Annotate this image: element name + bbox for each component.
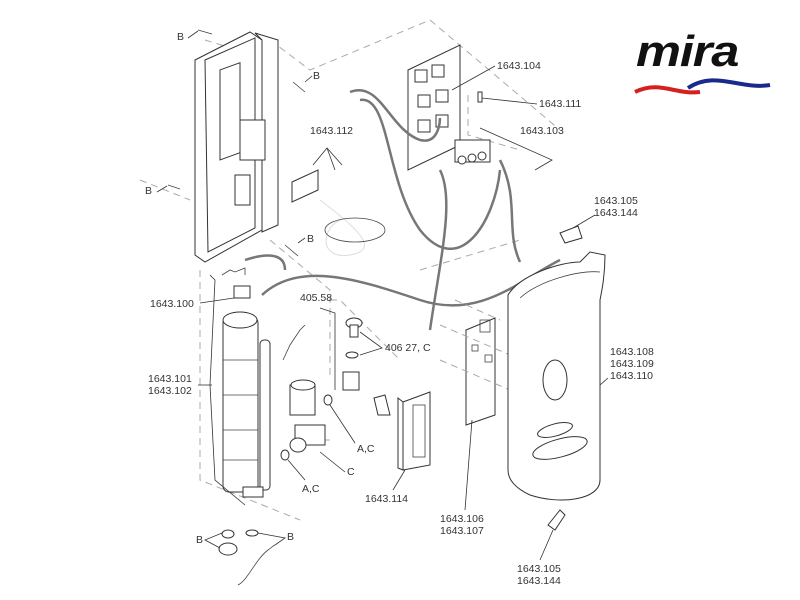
terminal-block bbox=[454, 127, 553, 171]
label-seal-lower: A,C bbox=[302, 483, 320, 495]
label-thermal-cutout: 1643.100 bbox=[150, 298, 194, 310]
label-fuse: 1643.111 bbox=[539, 98, 582, 110]
label-outlet-cover: 1643.114 bbox=[365, 493, 409, 505]
mira-logo-waves bbox=[634, 78, 771, 95]
label-b-lower: B bbox=[307, 233, 315, 245]
label-seal-upper: A,C bbox=[357, 443, 375, 455]
label-main-pcb: 1643.104 bbox=[497, 60, 541, 72]
label-control-pcb: 1643.106 1643.107 bbox=[440, 513, 484, 537]
outlet-cover bbox=[392, 391, 431, 491]
label-b-mid-left: B bbox=[145, 185, 153, 197]
filter-assembly bbox=[319, 307, 391, 416]
label-cover-cap-top: 1643.105 1643.144 bbox=[594, 195, 638, 219]
label-b-top-right: B bbox=[313, 70, 321, 82]
label-b-top-left: B bbox=[177, 31, 185, 43]
label-filter-assembly: 405.58 bbox=[300, 292, 333, 304]
label-b-seals-right: B bbox=[287, 531, 295, 543]
screws-b bbox=[156, 29, 313, 257]
seal-upper bbox=[323, 394, 333, 406]
main-pcb bbox=[407, 44, 496, 171]
label-solenoid-valve: C bbox=[347, 466, 355, 478]
label-terminal-block: 1643.103 bbox=[520, 125, 564, 137]
label-front-cover: 1643.108 1643.109 1643.110 bbox=[610, 346, 654, 382]
backplate bbox=[194, 31, 279, 263]
front-cover bbox=[507, 251, 609, 501]
heater-tank bbox=[198, 274, 271, 506]
label-cover-cap-bottom: 1643.105 1643.144 bbox=[517, 563, 561, 587]
seal-lower bbox=[280, 449, 290, 461]
harness-pcb bbox=[291, 147, 386, 243]
loose-seals bbox=[204, 529, 287, 586]
label-pcb-harness: 1643.112 bbox=[310, 125, 354, 137]
cover-cap-top bbox=[559, 225, 583, 244]
mira-logo: mira bbox=[630, 25, 780, 110]
fuse bbox=[477, 91, 483, 103]
brand-name: mira bbox=[636, 27, 739, 76]
control-pcb bbox=[439, 299, 511, 511]
label-heater-tank: 1643.101 1643.102 bbox=[148, 373, 192, 397]
solenoid-valve bbox=[282, 324, 346, 473]
thermal-cutout bbox=[199, 267, 251, 304]
cover-cap-bottom bbox=[547, 509, 566, 531]
label-b-seals-left: B bbox=[196, 534, 204, 546]
label-inlet-filter-seal: 406 27, C bbox=[385, 342, 431, 354]
